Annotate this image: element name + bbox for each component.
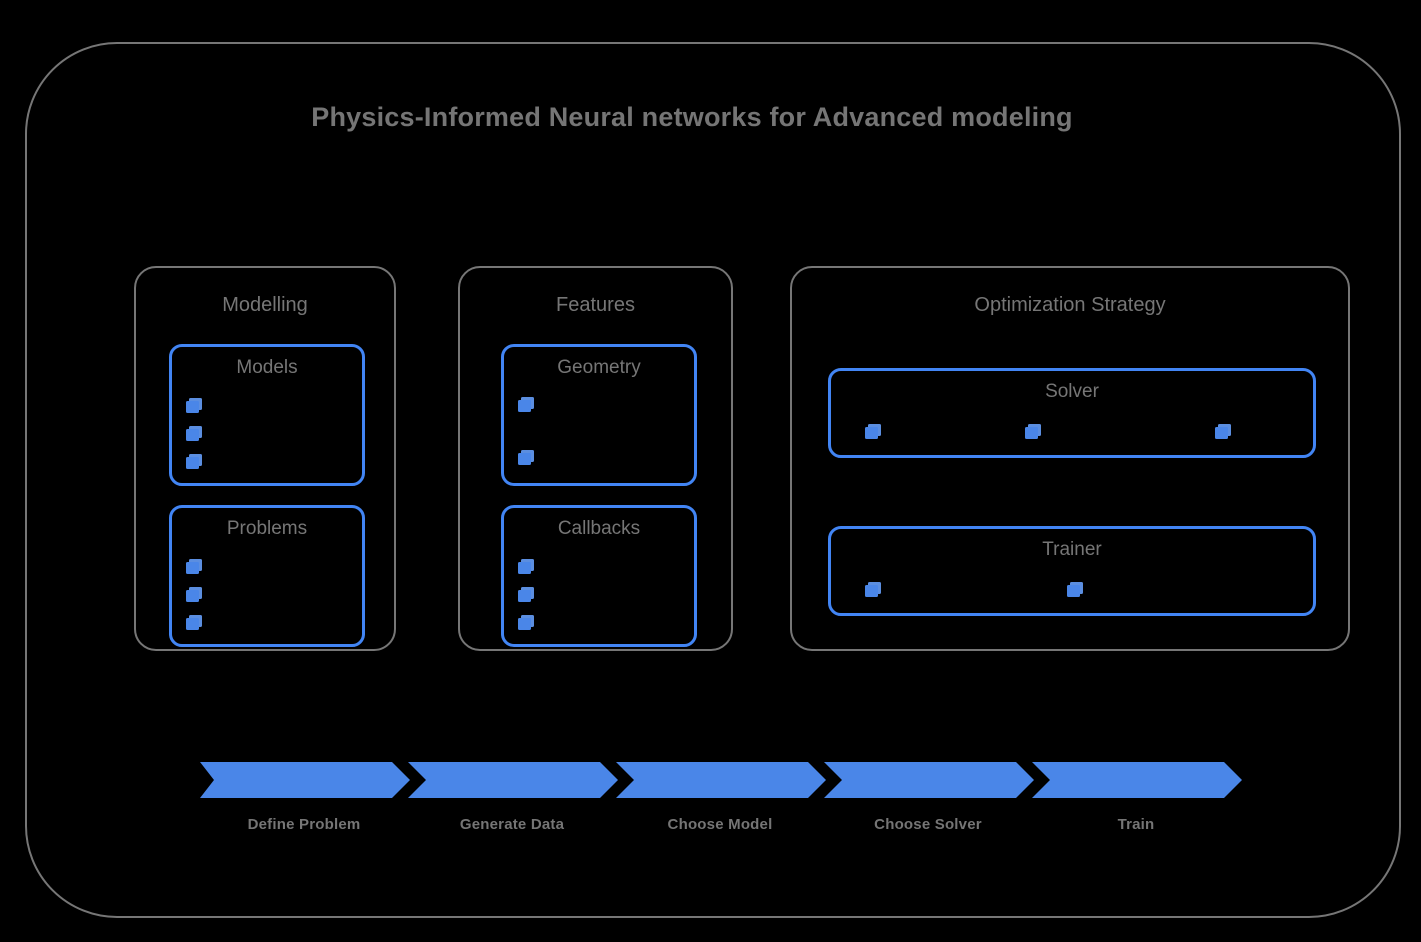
group-features-title: Features (556, 294, 635, 316)
card-callbacks[interactable]: Callbacks (501, 505, 697, 647)
pipeline-label-train: Train (1117, 816, 1155, 833)
group-optimization-strategy-title: Optimization Strategy (974, 294, 1166, 316)
list-item[interactable] (1215, 423, 1238, 439)
list-item[interactable] (518, 614, 541, 630)
list-item[interactable] (518, 586, 541, 602)
card-problems[interactable]: Problems (169, 505, 365, 647)
list-item[interactable] (518, 558, 541, 574)
pipeline-step-choose-model[interactable] (616, 762, 826, 798)
cube-icon (518, 397, 534, 412)
card-trainer[interactable]: Trainer (828, 526, 1316, 616)
list-item[interactable] (186, 558, 209, 574)
workflow-pipeline (200, 762, 1240, 798)
cube-icon (518, 450, 534, 465)
cube-icon (186, 425, 202, 441)
card-solver[interactable]: Solver (828, 368, 1316, 458)
list-item[interactable] (1067, 581, 1090, 597)
list-item[interactable] (186, 453, 209, 469)
card-solver-item-list (831, 417, 1313, 445)
group-optimization-strategy: Optimization Strategy Solver Trainer (790, 266, 1350, 651)
cube-icon (1025, 423, 1041, 439)
card-callbacks-item-list (518, 552, 684, 636)
group-modelling-title: Modelling (222, 294, 308, 316)
list-item[interactable] (186, 397, 209, 413)
pipeline-label-define-problem: Define Problem (247, 816, 361, 833)
pipeline-label-choose-model: Choose Model (667, 816, 773, 833)
card-models[interactable]: Models (169, 344, 365, 486)
card-callbacks-title: Callbacks (557, 518, 641, 539)
card-trainer-title: Trainer (1042, 539, 1102, 560)
card-models-title: Models (236, 357, 298, 378)
pipeline-step-train[interactable] (1032, 762, 1242, 798)
list-item[interactable] (186, 586, 209, 602)
cube-icon (186, 558, 202, 574)
card-problems-item-list (186, 552, 352, 636)
pipeline-step-define-problem[interactable] (200, 762, 410, 798)
cube-icon (186, 397, 202, 413)
cube-icon (186, 614, 202, 630)
cube-icon (865, 423, 881, 439)
cube-icon (1067, 581, 1083, 597)
card-models-item-list (186, 391, 352, 475)
list-item[interactable] (865, 423, 888, 439)
list-item[interactable] (186, 614, 209, 630)
list-item[interactable] (865, 581, 888, 597)
pipeline-step-choose-solver[interactable] (824, 762, 1034, 798)
pipeline-label-generate-data: Generate Data (459, 816, 565, 833)
diagram-outer-frame: Physics-Informed Neural networks for Adv… (25, 42, 1401, 918)
card-solver-title: Solver (1045, 381, 1099, 402)
cube-icon (1215, 423, 1231, 439)
group-features: Features Geometry Callbacks (458, 266, 733, 651)
list-item[interactable] (1025, 423, 1048, 439)
list-item[interactable] (518, 397, 541, 412)
cube-icon (518, 614, 534, 630)
pipeline-label-choose-solver: Choose Solver (874, 816, 982, 833)
cube-icon (186, 586, 202, 602)
card-geometry-item-list (518, 391, 684, 475)
workflow-pipeline-labels: Define Problem Generate Data Choose Mode… (200, 816, 1240, 840)
cube-icon (865, 581, 881, 597)
card-geometry[interactable]: Geometry (501, 344, 697, 486)
cube-icon (186, 453, 202, 469)
card-trainer-item-list (831, 575, 1313, 603)
cube-icon (518, 586, 534, 602)
list-item[interactable] (518, 450, 541, 465)
cube-icon (518, 558, 534, 574)
group-modelling: Modelling Models Problems (134, 266, 396, 651)
pipeline-step-generate-data[interactable] (408, 762, 618, 798)
card-problems-title: Problems (226, 518, 308, 539)
page-title: Physics-Informed Neural networks for Adv… (311, 102, 1073, 132)
card-geometry-title: Geometry (557, 357, 641, 378)
list-item[interactable] (186, 425, 209, 441)
